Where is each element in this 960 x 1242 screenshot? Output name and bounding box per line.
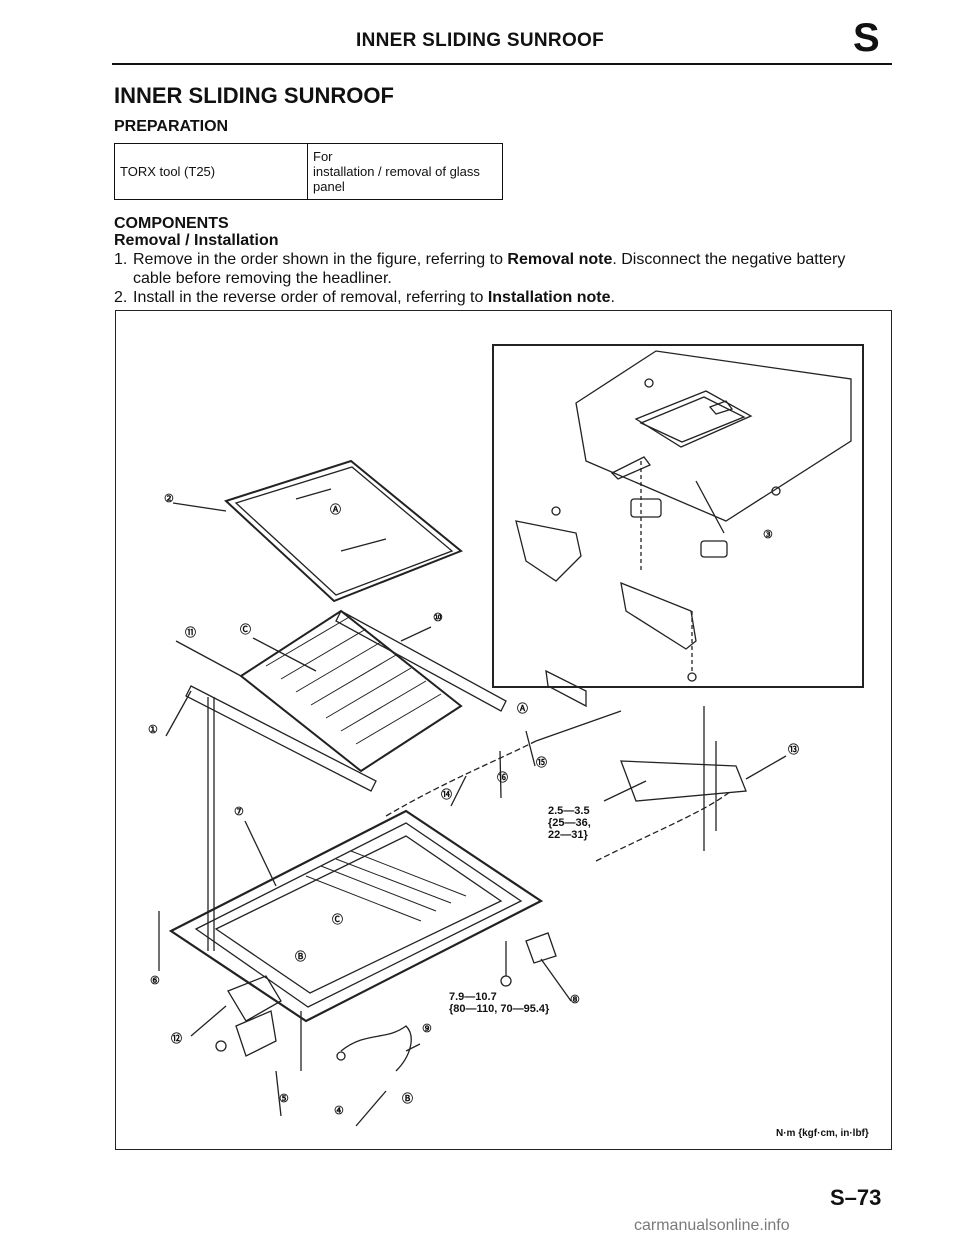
step-number: 2. (114, 289, 128, 306)
callout-7: ⑦ (234, 806, 244, 818)
header-title: INNER SLIDING SUNROOF (355, 30, 605, 51)
callout-C: Ⓒ (240, 624, 251, 636)
steps-list: 1. Remove in the order shown in the figu… (114, 250, 900, 307)
torque-spec-1: 2.5—3.5 {25—36, 22—31} (548, 805, 591, 841)
callout-A2: Ⓐ (517, 703, 528, 715)
callout-12: ⑫ (171, 1033, 182, 1045)
step-text: Remove in the order shown in the figure,… (133, 251, 508, 268)
tool-use-line: installation / removal of glass (313, 164, 480, 179)
callout-3: ③ (763, 529, 773, 541)
header-rule (112, 63, 892, 65)
preparation-heading: PREPARATION (114, 118, 229, 135)
callout-5: ⑤ (279, 1093, 289, 1105)
tool-use-line: For (313, 149, 333, 164)
callout-C2: Ⓒ (332, 914, 343, 926)
tool-use: For installation / removal of glass pane… (307, 143, 503, 200)
tool-table: TORX tool (T25) For installation / remov… (114, 143, 503, 200)
callout-9: ⑨ (422, 1023, 432, 1035)
unit-note: N·m {kgf·cm, in·lbf} (776, 1128, 869, 1139)
callout-16: ⑯ (497, 772, 508, 784)
step-text: cable before removing the headliner. (133, 270, 392, 287)
section-letter: S (853, 16, 880, 60)
callout-B: Ⓑ (295, 951, 306, 963)
page-number: S–73 (830, 1185, 882, 1210)
section-title: INNER SLIDING SUNROOF (114, 83, 394, 108)
callout-10: ⑩ (433, 612, 443, 624)
step-text: Install in the reverse order of removal,… (133, 289, 488, 306)
callout-A: Ⓐ (330, 504, 341, 516)
callout-14: ⑭ (441, 789, 452, 801)
callout-4: ④ (334, 1105, 344, 1117)
components-subheading: Removal / Installation (114, 232, 279, 249)
torque-line: {80—110, 70—95.4} (449, 1003, 550, 1015)
callout-1: ① (148, 724, 158, 736)
torque-line: {25—36, (548, 817, 591, 829)
components-block: COMPONENTS Removal / Installation (114, 215, 278, 249)
step-number: 1. (114, 251, 128, 268)
step-item: 1. Remove in the order shown in the figu… (114, 250, 900, 288)
watermark: carmanualsonline.info (634, 1217, 790, 1234)
callout-15: ⑮ (536, 757, 547, 769)
torque-line: 7.9—10.7 (449, 991, 497, 1003)
tool-name: TORX tool (T25) (114, 143, 308, 200)
callout-6: ⑥ (150, 975, 160, 987)
diagram-drawing (158, 344, 864, 1127)
step-text: . Disconnect the negative battery (612, 251, 846, 268)
callout-13: ⑬ (788, 744, 799, 756)
step-item: 2. Install in the reverse order of remov… (114, 288, 900, 307)
tool-use-line: panel (313, 179, 345, 194)
torque-spec-2: 7.9—10.7 {80—110, 70—95.4} (449, 991, 549, 1015)
step-text: . (610, 289, 615, 306)
callout-2: ② (164, 493, 174, 505)
exploded-diagram: ② Ⓐ ③ ⑩ ⑪ Ⓒ ① Ⓐ ⑬ ⑮ ⑯ ⑭ ⑦ Ⓒ Ⓑ ⑥ ⑧ ⑨ ⑫ ⑤ … (115, 310, 892, 1150)
callout-8: ⑧ (570, 994, 580, 1006)
callout-B2: Ⓑ (402, 1093, 413, 1105)
callout-11: ⑪ (185, 627, 196, 639)
step-bold: Removal note (507, 251, 613, 268)
torque-line: 2.5—3.5 (548, 805, 590, 817)
step-bold: Installation note (487, 289, 611, 306)
components-heading: COMPONENTS (114, 215, 229, 232)
torque-line: 22—31} (548, 829, 588, 841)
